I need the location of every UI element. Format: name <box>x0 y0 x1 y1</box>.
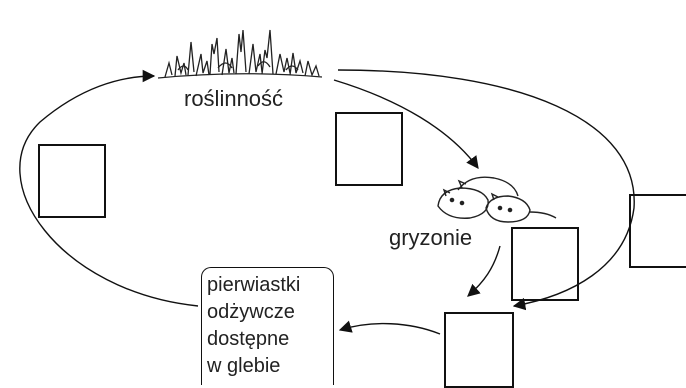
nutrients-line-1: pierwiastki <box>207 274 301 296</box>
arrow-rodents-to-soil <box>467 245 501 297</box>
nutrients-line-4: w glebie <box>207 355 281 377</box>
answer-box-left[interactable] <box>38 144 106 218</box>
vegetation-label: roślinność <box>184 86 284 111</box>
rodents-label: gryzonie <box>389 225 473 250</box>
arrow-vegetation-to-soil <box>337 69 635 311</box>
arrow-soil-to-nutrients <box>338 320 441 335</box>
answer-box-far-right[interactable] <box>629 194 686 268</box>
arrow-nutrients-to-vegetation <box>19 69 199 307</box>
nutrients-node: pierwiastki odżywcze dostępne w glebie <box>201 267 334 385</box>
nutrients-line-2: odżywcze <box>207 301 295 323</box>
answer-box-bottom[interactable] <box>444 312 514 388</box>
vegetation-illustration <box>157 29 323 79</box>
answer-box-top-center[interactable] <box>335 112 403 186</box>
answer-box-right-center[interactable] <box>511 227 579 301</box>
nutrients-label: pierwiastki odżywcze dostępne w glebie <box>207 272 300 380</box>
rodents-illustration <box>437 176 557 223</box>
nutrients-line-3: dostępne <box>207 328 290 350</box>
arrow-vegetation-to-rodents <box>333 79 479 170</box>
